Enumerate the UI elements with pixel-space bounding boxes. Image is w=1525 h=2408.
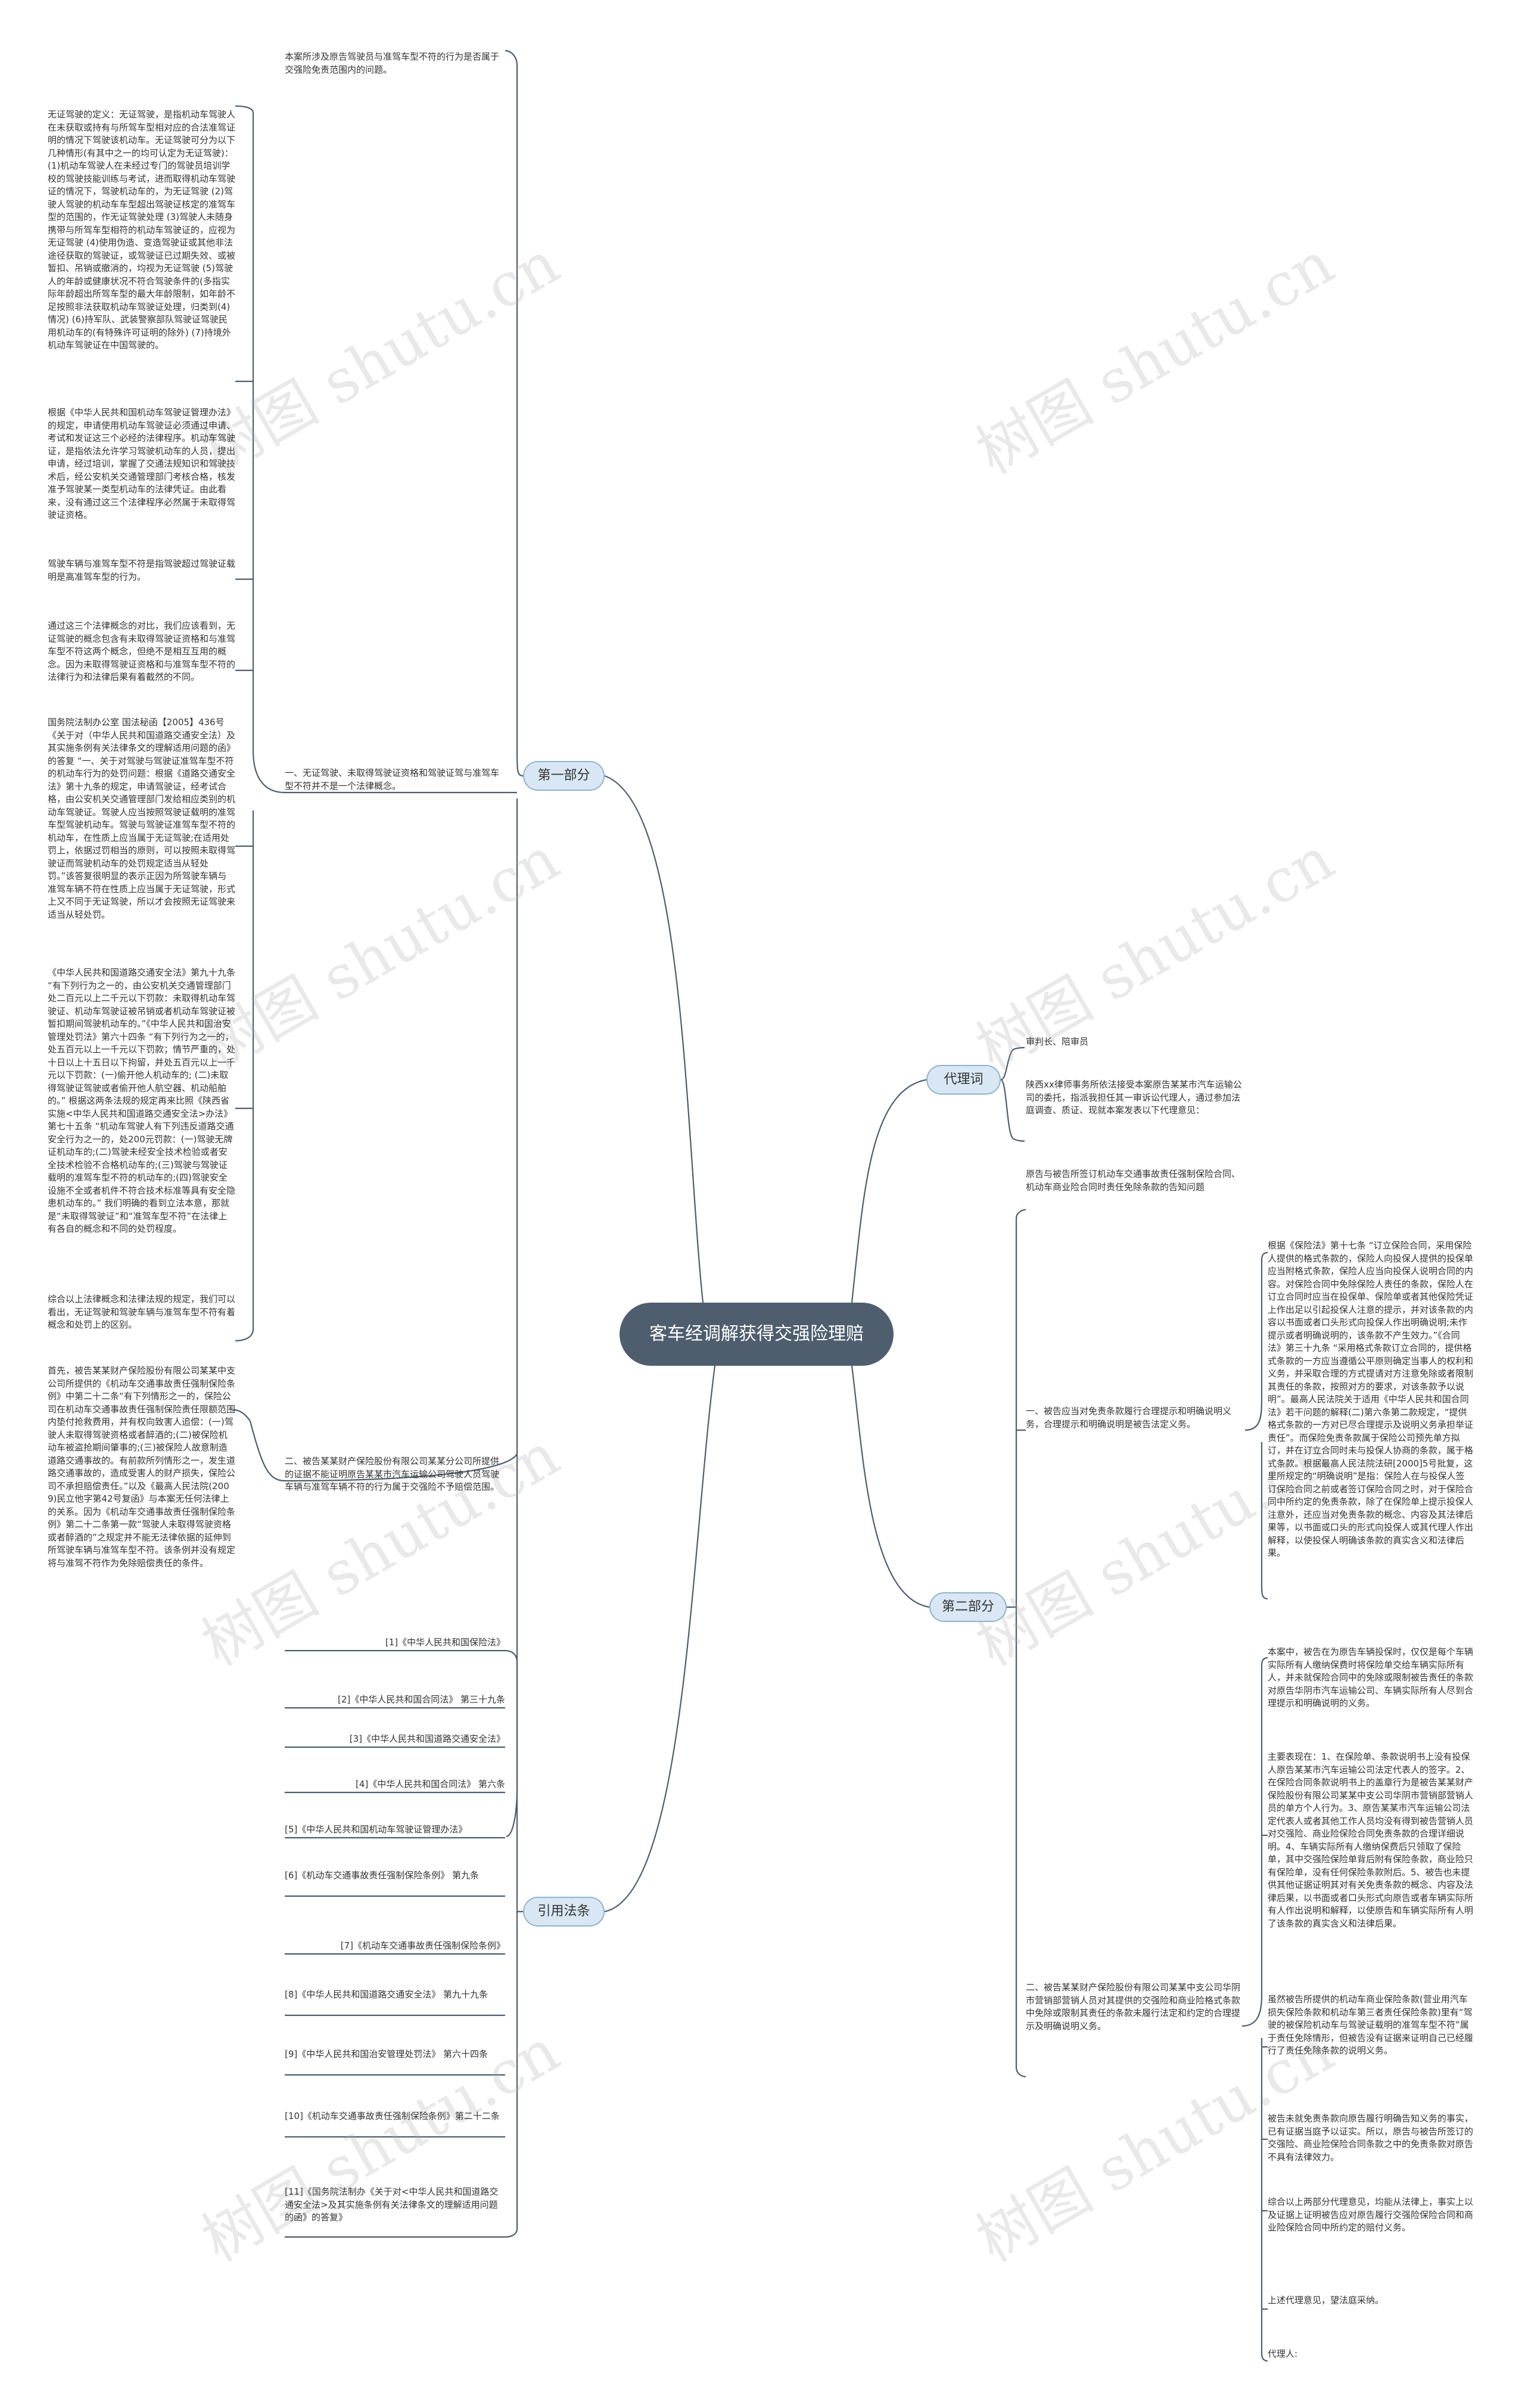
part1-p6[interactable]: 《中华人民共和国道路交通安全法》第九十九条 “有下列行为之一的，由公安机关交通管… — [48, 967, 236, 1234]
branch-part1[interactable]: 第一部分 — [523, 761, 605, 791]
law-item[interactable]: [10]《机动车交通事故责任强制保险条例》第二十二条 — [285, 2111, 500, 2121]
part1-p8[interactable]: 首先，被告某某财产保险股份有限公司某某中支公司所提供的《机动车交通事故责任强制保… — [48, 1365, 236, 1568]
root-topic[interactable]: 客车经调解获得交强险理赔 — [620, 1303, 894, 1366]
part1-p7[interactable]: 综合以上法律概念和法律法规的规定，我们可以看出，无证驾驶和驾驶车辆与准驾车型不符… — [48, 1294, 236, 1330]
law-item[interactable]: [5]《中华人民共和国机动车驾驶证管理办法》 — [285, 1824, 468, 1835]
part2-q6[interactable]: 综合以上两部分代理意见，均能从法律上，事实上以及证据上证明被告应对原告履行交强险… — [1268, 2196, 1474, 2233]
part2-q7[interactable]: 上述代理意见，望法庭采纳。 — [1268, 2295, 1384, 2306]
law-item[interactable]: [11]《国务院法制办《关于对<中华人民共和国道路交通安全法>及其实施条例有关法… — [285, 2186, 499, 2223]
part1-p2[interactable]: 根据《中华人民共和国机动车驾驶证管理办法》的规定，申请使用机动车驾驶证必须通过申… — [48, 407, 236, 520]
part2-sub2[interactable]: 二、被告某某财产保险股份有限公司某某中支公司华阴市营销部营销人员对其提供的交强险… — [1026, 1982, 1241, 2031]
law-item[interactable]: [3]《中华人民共和国道路交通安全法》 — [349, 1733, 505, 1744]
agent-a2[interactable]: 陕西xx律师事务所依法接受本案原告某某市汽车运输公司的委托，指派我担任其一审诉讼… — [1026, 1079, 1242, 1116]
agent-a1[interactable]: 审判长、陪审员 — [1026, 1036, 1089, 1047]
part1-sub1[interactable]: 一、无证驾驶、未取得驾驶证资格和驾驶证驾与准驾车型不符并不是一个法律概念。 — [285, 768, 500, 791]
law-item[interactable]: [4]《中华人民共和国合同法》 第六条 — [355, 1779, 505, 1789]
branch-agent[interactable]: 代理词 — [926, 1065, 1001, 1095]
law-item[interactable]: [7]《机动车交通事故责任强制保险条例》 — [340, 1940, 505, 1951]
part2-q2[interactable]: 本案中，被告在为原告车辆投保时，仅仅是每个车辆实际所有人缴纳保费时将保险单交给车… — [1268, 1646, 1474, 1708]
branch-law[interactable]: 引用法条 — [523, 1897, 605, 1927]
law-item[interactable]: [9]《中华人民共和国治安管理处罚法》 第六十四条 — [285, 2049, 488, 2059]
branch-part2[interactable]: 第二部分 — [929, 1592, 1007, 1622]
part2-sub1[interactable]: 一、被告应当对免责条款履行合理提示和明确说明义务，合理提示和明确说明是被告法定义… — [1026, 1406, 1232, 1430]
law-item[interactable]: [2]《中华人民共和国合同法》 第三十九条 — [337, 1694, 505, 1705]
part2-q5[interactable]: 被告未就免责条款向原告履行明确告知义务的事实，已有证据当庭予以证实。所以，原告与… — [1268, 2113, 1474, 2162]
law-item[interactable]: [1]《中华人民共和国保险法》 — [385, 1637, 505, 1648]
part1-intro[interactable]: 本案所涉及原告驾驶员与准驾车型不符的行为是否属于交强险免责范围内的问题。 — [285, 51, 500, 75]
part1-p5[interactable]: 国务院法制办公室 国法秘函【2005】436号《关于对（中华人民共和国道路交通安… — [48, 717, 236, 920]
part1-p3[interactable]: 驾驶车辆与准驾车型不符是指驾驶超过驾驶证载明是高准驾车型的行为。 — [48, 558, 236, 582]
part2-q4[interactable]: 虽然被告所提供的机动车商业保险条款(营业用汽车损失保险条款和机动车第三者责任保险… — [1268, 1994, 1474, 2056]
part2-q1[interactable]: 根据《保险法》第十七条 “订立保险合同，采用保险人提供的格式条款的，保险人向投保… — [1268, 1240, 1474, 1558]
part2-q8[interactable]: 代理人: — [1268, 2348, 1298, 2359]
law-item[interactable]: [6]《机动车交通事故责任强制保险条例》 第九条 — [285, 1870, 480, 1881]
law-item[interactable]: [8]《中华人民共和国道路交通安全法》 第九十九条 — [285, 1989, 488, 2000]
part1-p4[interactable]: 通过这三个法律概念的对比，我们应该看到，无证驾驶的概念包含有未取得驾驶证资格和与… — [48, 620, 236, 682]
part2-q3[interactable]: 主要表现在：1、在保险单、条款说明书上没有投保人原告某某市汽车运输公司法定代表人… — [1268, 1751, 1474, 1929]
part1-p1[interactable]: 无证驾驶的定义：无证驾驶，是指机动车驾驶人在未获取或持有与所驾车型相对应的合法准… — [48, 109, 236, 350]
part2-intro[interactable]: 原告与被告所签订机动车交通事故责任强制保险合同、机动车商业险合同时责任免除条款的… — [1026, 1169, 1241, 1192]
part1-sub2[interactable]: 二、被告某某财产保险股份有限公司某某分公司所提供的证据不能证明原告某某市汽车运输… — [285, 1456, 500, 1492]
